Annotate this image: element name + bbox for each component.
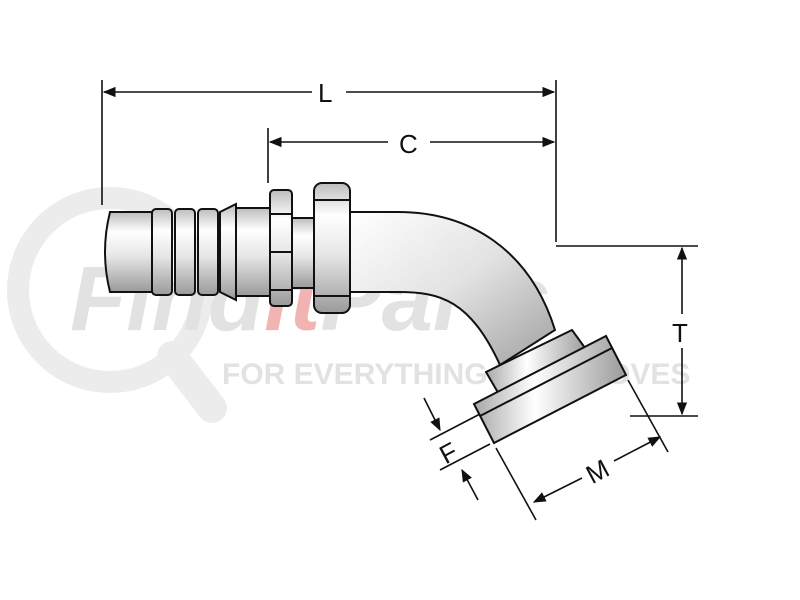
neck xyxy=(291,217,315,289)
dimension-lines xyxy=(101,80,698,521)
barb-tapered xyxy=(219,202,237,302)
elbow-tube xyxy=(349,211,557,367)
dim-label-C: C xyxy=(399,129,418,159)
hex-nut xyxy=(269,189,293,307)
dim-label-T: T xyxy=(672,318,688,348)
flange-head xyxy=(472,334,628,445)
hose-fitting xyxy=(104,182,628,445)
barb xyxy=(174,208,196,296)
collar xyxy=(235,207,271,297)
dim-label-M: M xyxy=(581,453,614,490)
stem-tip xyxy=(104,211,153,293)
barb xyxy=(197,208,219,296)
dim-label-L: L xyxy=(318,78,332,108)
dim-label-F: F xyxy=(434,436,462,470)
body-ring xyxy=(313,182,351,314)
barb xyxy=(151,208,173,296)
